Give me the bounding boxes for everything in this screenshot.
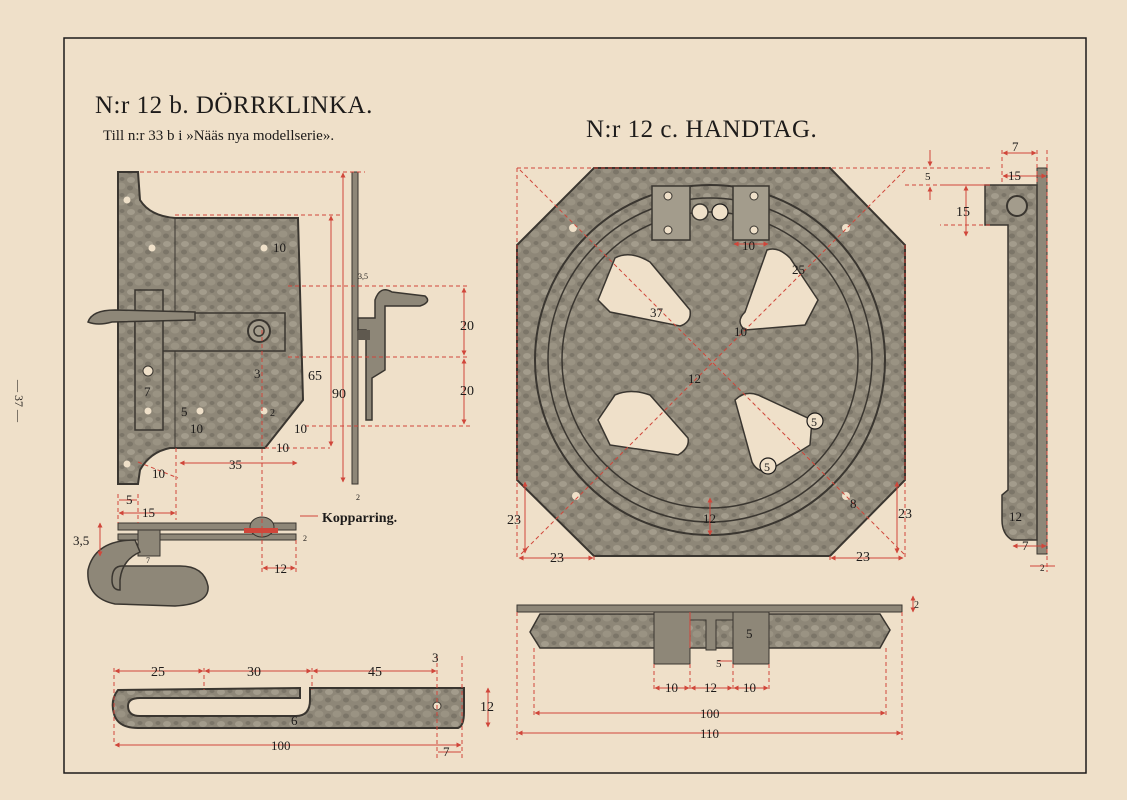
- dim-5-circle-2: 5: [764, 460, 770, 474]
- left-dimension-labels: 10 7 3 5 2 10 10 10 35 10 65 90 3,5 20 2…: [73, 240, 494, 759]
- dim-10-c: 10: [276, 440, 289, 455]
- dim-8: 8: [850, 496, 857, 511]
- dim-5-top: 5: [925, 171, 931, 183]
- left-dimension-lines: [113, 171, 470, 760]
- dim-3-5-small: 3,5: [358, 272, 368, 281]
- dim-3: 3: [254, 366, 261, 381]
- dim-6: 6: [291, 713, 298, 728]
- door-latch-top-view: [87, 516, 297, 607]
- dim-20-top: 20: [460, 319, 474, 334]
- dim-10-d: 10: [152, 466, 165, 481]
- dim-2-ring: 2: [303, 534, 307, 543]
- dim-20-bottom: 20: [460, 384, 474, 399]
- dim-5-profile: 5: [746, 626, 753, 641]
- dim-10-inner: 10: [734, 324, 747, 339]
- dim-23-right: 23: [898, 507, 912, 522]
- dim-7-bar: 7: [443, 744, 450, 759]
- right-dimension-lines: [516, 150, 1048, 740]
- dim-10-a: 10: [190, 421, 203, 436]
- dim-100: 100: [700, 706, 720, 721]
- handle-side-view: [984, 167, 1048, 555]
- handle-front-view: [516, 167, 906, 557]
- door-latch-front-view: [87, 171, 305, 485]
- door-latch-side-view: [351, 171, 429, 485]
- dim-12-side: 12: [1009, 509, 1022, 524]
- dim-23-left: 23: [507, 513, 521, 528]
- dim-7-side-bottom: 7: [1022, 538, 1029, 553]
- dim-12-profile: 12: [704, 680, 717, 695]
- dim-10-hole: 10: [273, 240, 286, 255]
- dim-5-profile-small: 5: [716, 658, 722, 670]
- dim-7-side: 7: [1012, 139, 1019, 154]
- left-dimension-arrows: [97, 172, 491, 753]
- dim-45: 45: [368, 665, 382, 680]
- dim-15: 15: [142, 505, 155, 520]
- dim-90: 90: [332, 387, 346, 402]
- dim-5: 5: [126, 492, 133, 507]
- left-subtitle: Till n:r 33 b i »Nääs nya modellserie».: [103, 128, 335, 144]
- dim-10-b: 10: [294, 421, 307, 436]
- dim-5-circle-1: 5: [811, 415, 817, 429]
- right-dimension-labels: 5 15 10 25 37 10 12 5 5 12 8 23 23 23 23…: [507, 139, 1045, 741]
- dim-37: 37: [650, 305, 664, 320]
- right-dimension-arrows: [517, 150, 1055, 736]
- dim-2-plate: 2: [356, 493, 360, 502]
- dim-2-side: 2: [1040, 563, 1045, 573]
- dim-10-block: 10: [742, 238, 755, 253]
- dim-7: 7: [144, 384, 151, 399]
- dim-110: 110: [700, 726, 719, 741]
- latch-bar: [111, 686, 465, 729]
- dim-2-hole: 2: [270, 408, 275, 419]
- dim-35: 35: [229, 457, 242, 472]
- dim-10-profile-2: 10: [743, 680, 756, 695]
- dim-65: 65: [308, 369, 322, 384]
- dim-15-side-top: 15: [1008, 168, 1021, 183]
- left-title: N:r 12 b. DÖRRKLINKA.: [95, 92, 373, 119]
- dim-2-flat: 2: [914, 600, 919, 611]
- dim-12-bottom: 12: [703, 511, 716, 526]
- dim-23-bottom-left: 23: [550, 551, 564, 566]
- dim-12-bar: 12: [480, 700, 494, 715]
- dim-23-bottom-right: 23: [856, 550, 870, 565]
- dim-5-hole: 5: [181, 404, 188, 419]
- dim-30: 30: [247, 665, 261, 680]
- dim-15-side: 15: [956, 205, 970, 220]
- dim-7-handle: 7: [146, 556, 150, 565]
- dim-25: 25: [792, 262, 805, 277]
- handle-profile-view: [516, 604, 903, 665]
- dim-3-5: 3,5: [73, 533, 89, 548]
- right-title: N:r 12 c. HANDTAG.: [586, 116, 818, 143]
- label-kopparring: Kopparring.: [322, 511, 397, 526]
- dim-25: 25: [151, 665, 165, 680]
- dim-12: 12: [274, 561, 287, 576]
- sheet-border: [63, 37, 1087, 774]
- dim-10-profile-1: 10: [665, 680, 678, 695]
- dim-12-center: 12: [688, 371, 701, 386]
- dim-3-top: 3: [432, 650, 439, 665]
- dim-100: 100: [271, 738, 291, 753]
